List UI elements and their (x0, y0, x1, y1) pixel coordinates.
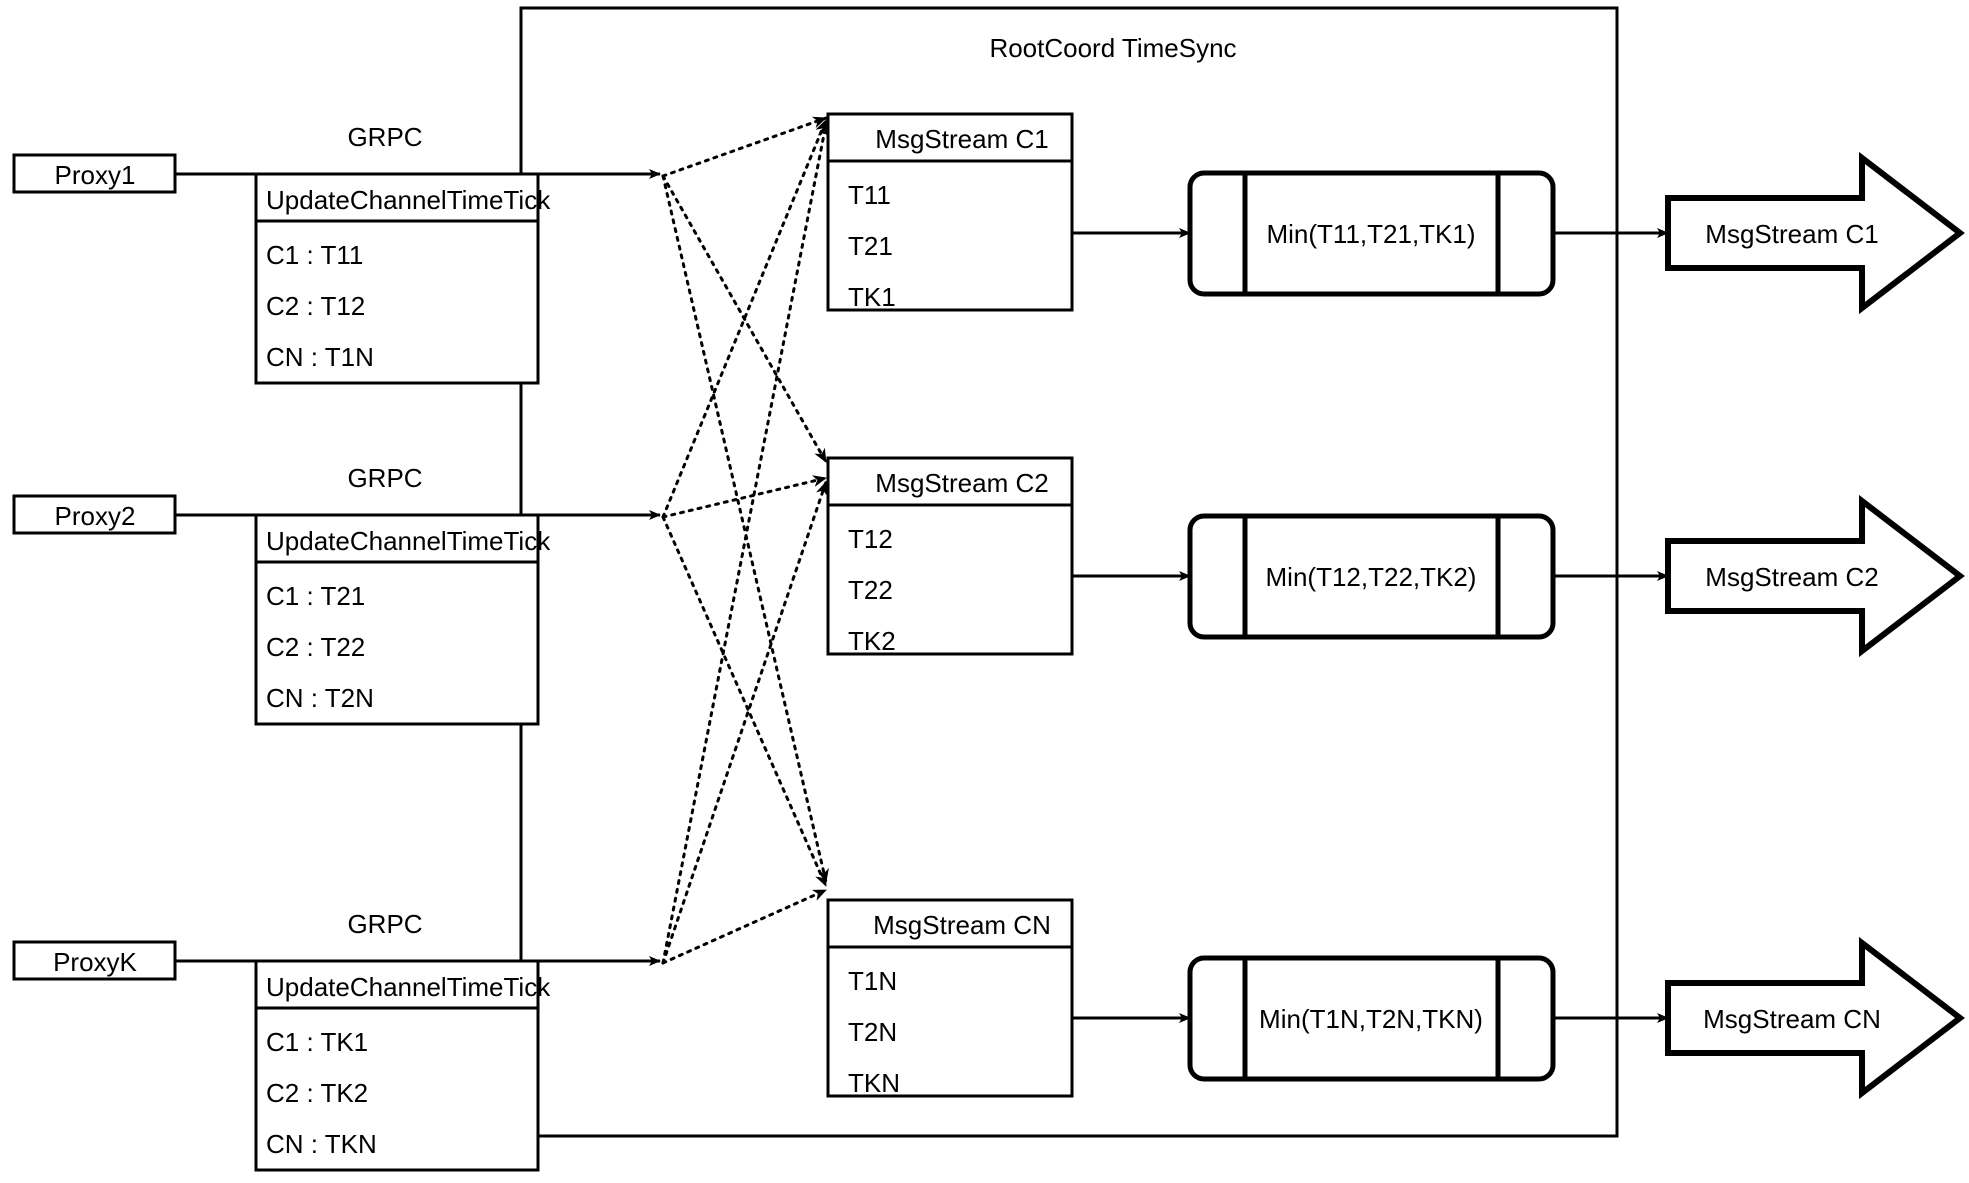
update-channel-timetick-panel-2[interactable] (254, 513, 540, 726)
msgstream-c2-box[interactable] (826, 456, 1074, 656)
dotted-p2-to-c2 (661, 475, 828, 519)
output-block-arrow-1[interactable] (1665, 151, 1965, 315)
msgstream-c1-box[interactable] (826, 112, 1074, 312)
dotted-pk-to-cn (661, 888, 828, 965)
output-block-arrow-2[interactable] (1665, 494, 1965, 658)
dotted-pk-to-c1 (661, 122, 830, 965)
msgstream-cn-box[interactable] (826, 898, 1074, 1098)
proxy2-box[interactable] (12, 494, 177, 535)
dotted-p2-to-cn (661, 515, 828, 888)
dotted-p1-to-c2 (661, 174, 828, 464)
dotted-p2-to-c1 (661, 118, 828, 519)
dotted-p1-to-c1 (661, 116, 828, 178)
dotted-p1-to-cn (661, 174, 829, 884)
update-channel-timetick-panel-1[interactable] (254, 172, 540, 385)
dotted-pk-to-c2 (661, 480, 828, 965)
output-block-arrow-3[interactable] (1665, 936, 1965, 1100)
update-channel-timetick-panel-3[interactable] (254, 959, 540, 1172)
proxyk-box[interactable] (12, 940, 177, 981)
proxy1-box[interactable] (12, 153, 177, 194)
